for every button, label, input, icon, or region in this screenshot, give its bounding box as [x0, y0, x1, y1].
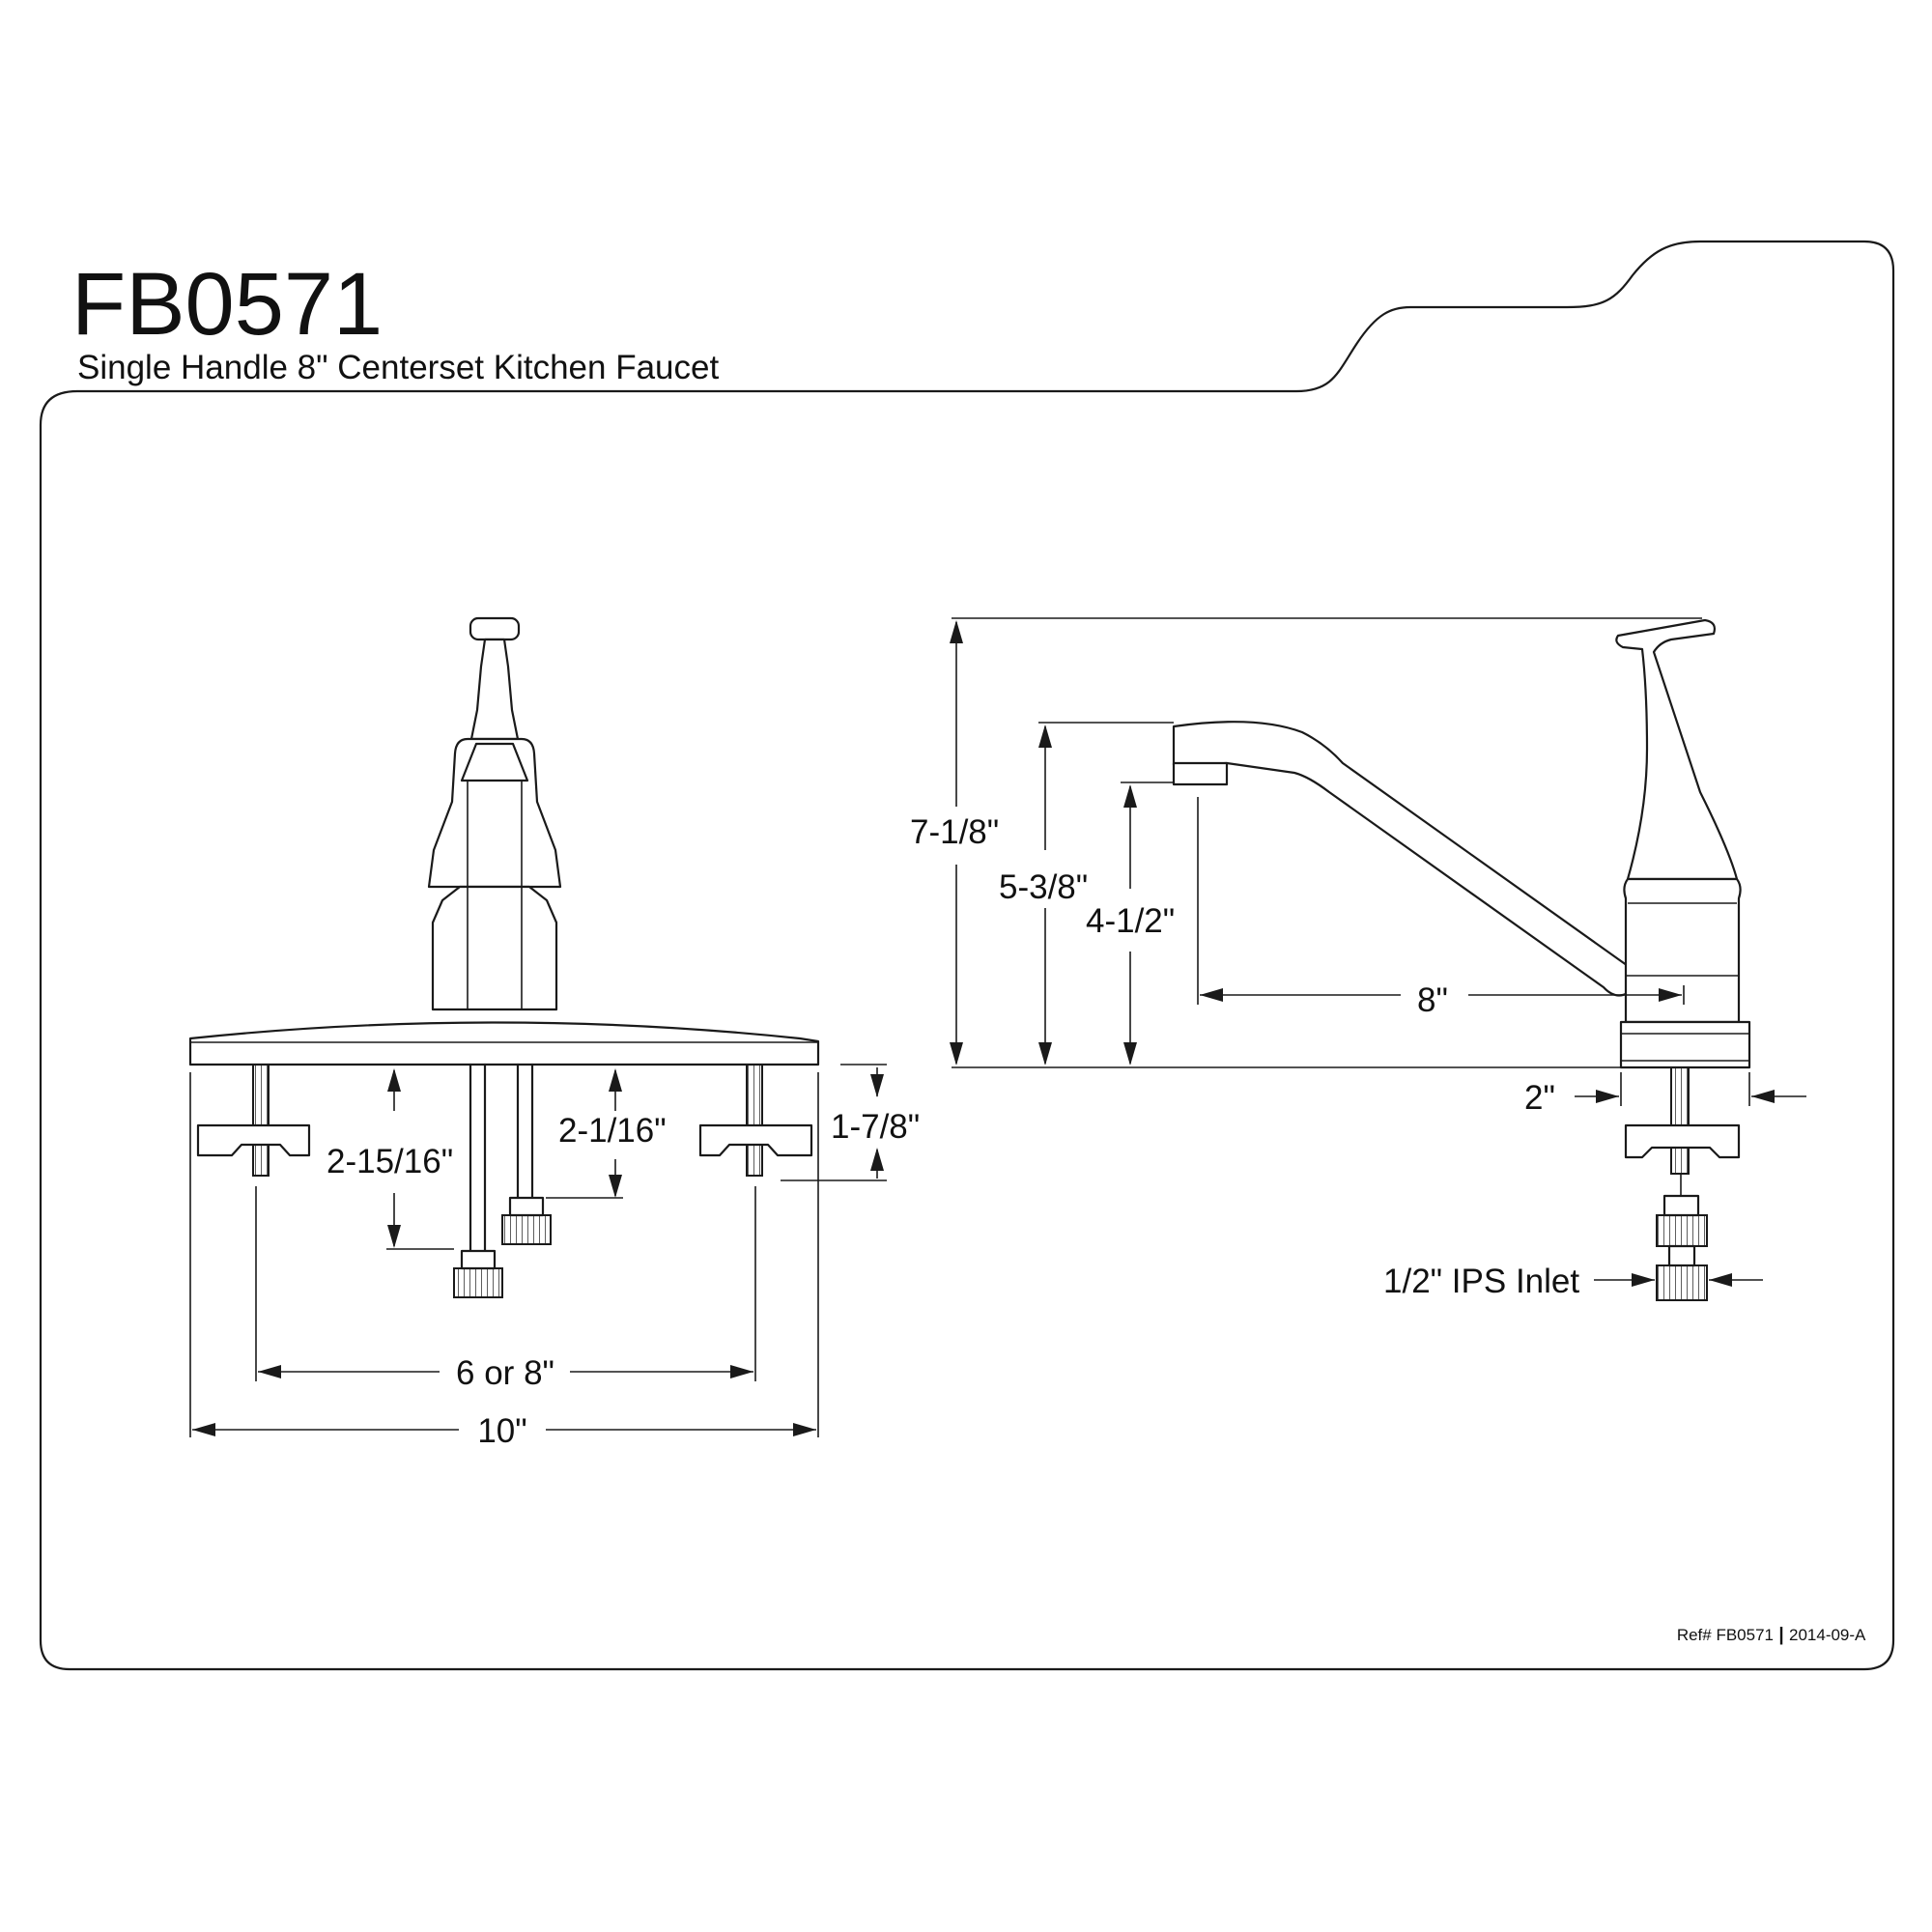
right-mounting-bracket: [698, 1123, 813, 1157]
dim-label-inlet-depth: 2-1/16": [558, 1112, 667, 1150]
dim-inlet-size: 1/2" IPS Inlet: [1383, 1263, 1763, 1300]
footer-separator: |: [1778, 1625, 1783, 1645]
handle-stem: [469, 638, 520, 741]
footer-revision: 2014-09-A: [1789, 1626, 1866, 1644]
dim-base-width: 2": [1524, 1072, 1806, 1117]
dim-label-overall-height: 7-1/8": [910, 813, 999, 851]
cold-inlet-nut: [508, 1196, 545, 1217]
right-bolt: [746, 1064, 763, 1177]
side-view: 7-1/8" 5-3/8" 4-1/2" 8": [910, 617, 1806, 1301]
side-body: [1623, 877, 1742, 1024]
dim-label-bolt-depth: 1-7/8": [831, 1108, 920, 1146]
hot-inlet-nut: [460, 1249, 497, 1270]
cold-inlet-thread: [501, 1214, 552, 1245]
left-bolt: [252, 1064, 270, 1177]
faucet-body: [427, 737, 562, 889]
deck-plate: [188, 1021, 820, 1066]
dim-plate-width: 10": [189, 1072, 819, 1450]
dim-label-inlet-size: 1/2" IPS Inlet: [1383, 1263, 1579, 1300]
side-inlet-nut: [1662, 1194, 1700, 1217]
dim-inlet-depth: 2-1/16": [546, 1068, 667, 1199]
dim-label-spout-height: 5-3/8": [999, 868, 1088, 906]
dim-bolt-depth: 1-7/8": [781, 1064, 920, 1181]
side-inlet-neck: [1667, 1244, 1696, 1267]
side-inlet-thread-lower: [1656, 1264, 1708, 1301]
page-title: FB0571: [71, 255, 383, 354]
side-base: [1619, 1020, 1751, 1069]
dim-label-centers: 6 or 8": [456, 1354, 554, 1392]
aerator: [1172, 761, 1229, 786]
dim-label-plate-width: 10": [477, 1412, 526, 1450]
dim-label-spout-reach: 8": [1417, 981, 1448, 1019]
body-recess: [460, 742, 529, 782]
side-inlet-thread-upper: [1656, 1214, 1708, 1247]
dim-mount-depth: 2-15/16": [327, 1068, 454, 1250]
spout: [1172, 721, 1636, 997]
dim-label-spout-clearance: 4-1/2": [1086, 902, 1175, 940]
dim-centers: 6 or 8": [255, 1186, 756, 1392]
footer-reference: Ref# FB0571 | 2014-09-A: [1677, 1625, 1866, 1645]
faucet-base: [431, 885, 558, 1011]
dim-spout-height: 5-3/8": [999, 724, 1088, 1065]
dim-spout-clearance: 4-1/2": [1086, 784, 1175, 1065]
left-mounting-bracket: [196, 1123, 311, 1157]
handle-knob: [469, 616, 521, 641]
front-view: 2-15/16" 2-1/16" 1-7/8": [188, 616, 920, 1450]
dim-label-base-width: 2": [1524, 1079, 1555, 1117]
lever-handle: [1615, 618, 1739, 881]
side-bolt: [1670, 1066, 1690, 1175]
dim-overall-height: 7-1/8": [910, 620, 999, 1065]
dim-label-mount-depth: 2-15/16": [327, 1143, 453, 1180]
dim-spout-reach: 8": [1197, 797, 1685, 1019]
footer-ref: Ref# FB0571: [1677, 1626, 1774, 1644]
hot-inlet-thread: [453, 1267, 503, 1298]
side-mounting-bracket: [1624, 1123, 1741, 1159]
drawing-frame: [39, 240, 1895, 1671]
page-subtitle: Single Handle 8" Centerset Kitchen Fauce…: [77, 349, 719, 386]
